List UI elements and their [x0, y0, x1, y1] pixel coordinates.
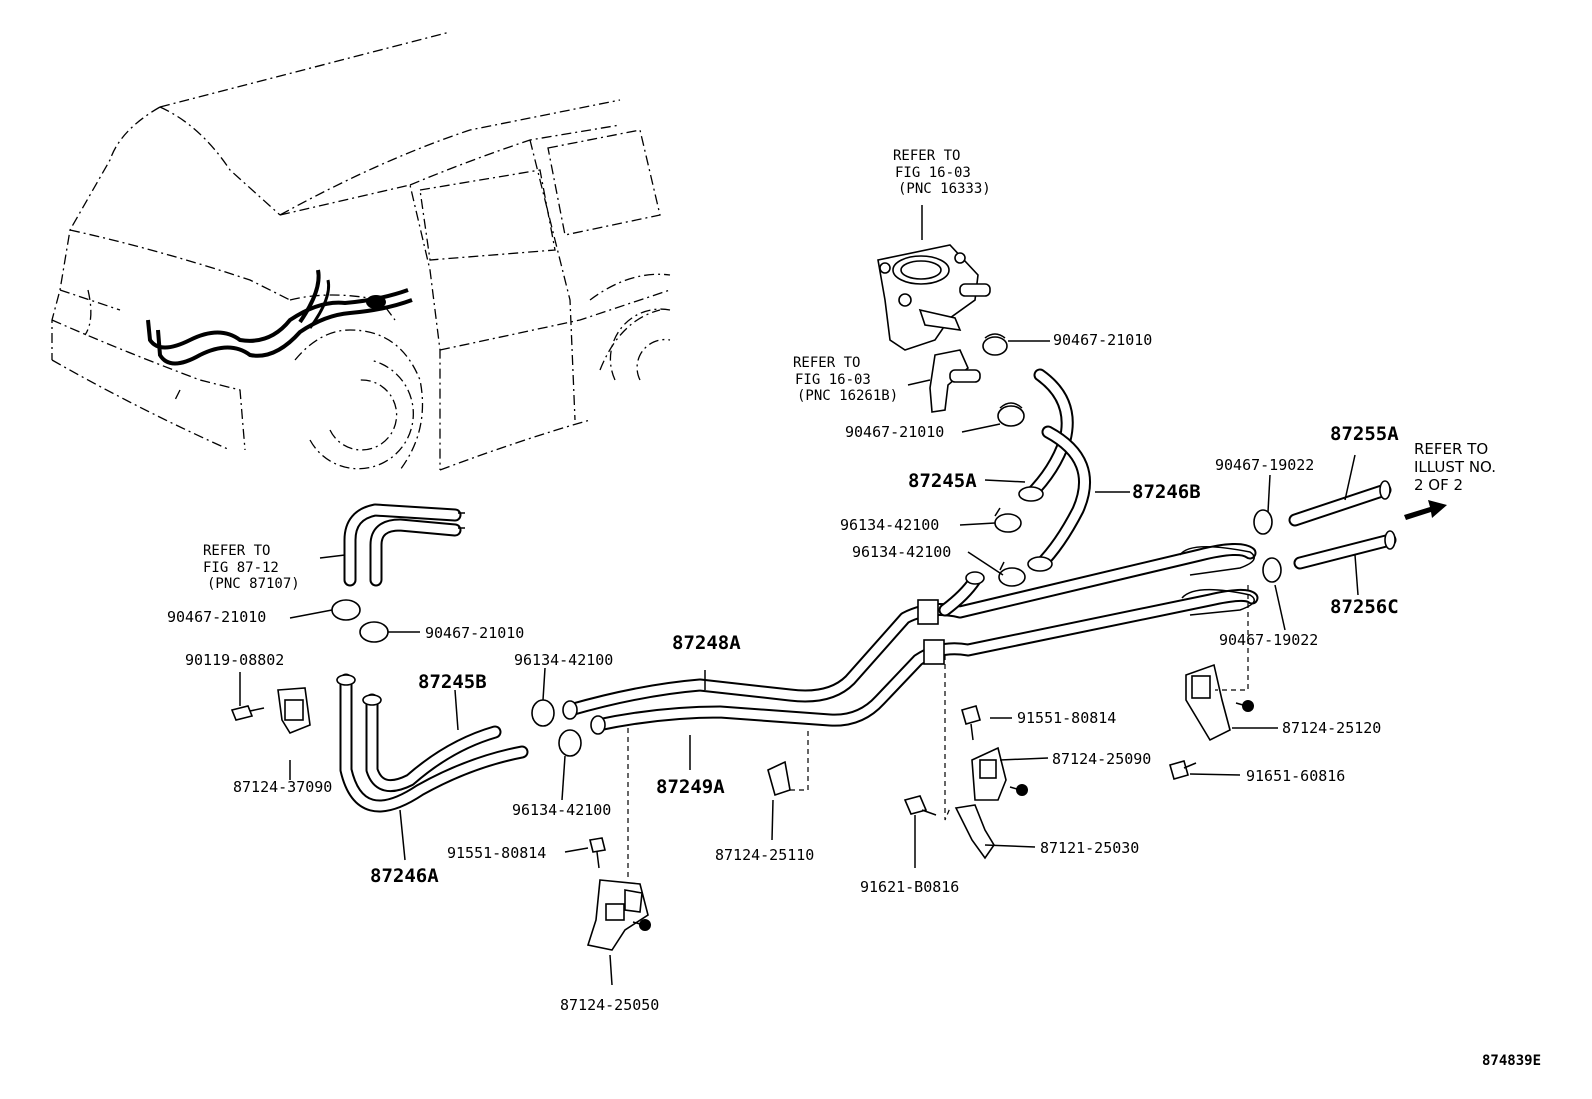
bracket-87121-25030	[954, 804, 995, 860]
label-90467-21010: 90467-21010	[167, 608, 266, 626]
clamp-87124-25090	[971, 746, 1007, 801]
pipe-87249A	[590, 588, 1259, 735]
svg-text:(PNC 16333): (PNC 16333)	[898, 181, 991, 197]
ref-fig-87-12-pnc-87107: REFER TO FIG 87-12 (PNC 87107)	[203, 543, 300, 592]
label-87246A: 87246A	[370, 865, 439, 887]
bolt-91651-60816-icon	[1169, 760, 1197, 780]
part-labels: 90467-21010 90467-21010 87255A 90467-190…	[167, 331, 1399, 1014]
label-90467-19022: 90467-19022	[1219, 631, 1318, 649]
bolt-91621-B0816-icon	[903, 795, 937, 816]
hose-clamp-90467-21010-left-b	[359, 621, 389, 643]
label-91551-80814: 91551-80814	[447, 844, 546, 862]
hose-87246A	[336, 673, 529, 813]
hose-clamp-90467-21010-left-a	[331, 599, 361, 621]
bolt-91551-80814-right-icon	[961, 705, 981, 741]
ref-fig-16-03-pnc-16261B: REFER TO FIG 16-03 (PNC 16261B)	[793, 355, 898, 404]
svg-text:REFER TO: REFER TO	[793, 355, 860, 371]
bolt-91551-80814-bottom-icon	[589, 837, 606, 869]
screw-bottom-a-icon	[632, 919, 651, 931]
label-91651-60816: 91651-60816	[1246, 767, 1345, 785]
hose-clamp-96134-42100-left-b	[558, 729, 582, 757]
label-87245A: 87245A	[908, 470, 977, 492]
water-outlet-assembly	[877, 205, 991, 413]
label-87248A: 87248A	[672, 632, 741, 654]
hose-clamp-90467-21010-top	[982, 333, 1008, 356]
label-96134-42100: 96134-42100	[852, 543, 951, 561]
hose-clamp-90467-21010-mid	[997, 402, 1025, 427]
pipe-clip-b	[923, 639, 945, 665]
svg-text:REFER TO: REFER TO	[893, 148, 960, 164]
hose-clamp-90467-19022-a	[1253, 509, 1273, 535]
label-87246B: 87246B	[1132, 481, 1201, 503]
label-87124-25050: 87124-25050	[560, 996, 659, 1014]
label-87255A: 87255A	[1330, 423, 1399, 445]
svg-text:REFER TO: REFER TO	[203, 543, 270, 559]
hose-clamp-96134-42100-upper-b	[998, 561, 1026, 587]
clamp-87124-25110	[767, 728, 809, 797]
label-87124-25110: 87124-25110	[715, 846, 814, 864]
svg-text:(PNC 87107): (PNC 87107)	[207, 576, 300, 592]
pipe-clip-a	[917, 599, 939, 625]
svg-text:ILLUST NO.: ILLUST NO.	[1414, 458, 1496, 476]
svg-text:FIG 87-12: FIG 87-12	[203, 560, 279, 576]
label-90119-08802: 90119-08802	[185, 651, 284, 669]
svg-text:REFER TO: REFER TO	[1414, 440, 1488, 458]
pipe-87248A	[562, 543, 1257, 720]
svg-text:FIG 16-03: FIG 16-03	[895, 165, 971, 181]
dash-line-far-right	[1215, 585, 1249, 691]
heater-pipes-87107	[343, 503, 465, 587]
label-90467-21010: 90467-21010	[845, 423, 944, 441]
ref-fig-16-03-pnc-16333: REFER TO FIG 16-03 (PNC 16333)	[893, 148, 991, 197]
leader-lines	[239, 340, 1359, 986]
label-90467-21010: 90467-21010	[1053, 331, 1152, 349]
label-90467-21010: 90467-21010	[425, 624, 524, 642]
label-91621-B0816: 91621-B0816	[860, 878, 959, 896]
hose-clamp-96134-42100-upper-a	[994, 507, 1022, 533]
dash-line-right	[944, 655, 951, 821]
svg-text:2 OF 2: 2 OF 2	[1414, 476, 1463, 494]
van-outline	[51, 31, 671, 471]
label-91551-80814: 91551-80814	[1017, 709, 1116, 727]
label-96134-42100: 96134-42100	[514, 651, 613, 669]
screw-right-b-icon	[1235, 700, 1254, 712]
screw-right-a-icon	[1009, 784, 1028, 796]
label-96134-42100: 96134-42100	[840, 516, 939, 534]
pipe-branch	[938, 571, 985, 617]
hose-87246B	[1027, 425, 1091, 572]
figure-id: 874839E	[1482, 1053, 1541, 1069]
hose-clamp-90467-19022-b	[1262, 557, 1282, 583]
label-87245B: 87245B	[418, 671, 487, 693]
bolt-90119-08802-icon	[230, 705, 265, 721]
clamp-87124-25120	[1185, 663, 1231, 742]
svg-text:(PNC 16261B): (PNC 16261B)	[797, 388, 898, 404]
label-87124-37090: 87124-37090	[233, 778, 332, 796]
label-87121-25030: 87121-25030	[1040, 839, 1139, 857]
bracket-87124-25050	[586, 728, 649, 951]
label-87249A: 87249A	[656, 776, 725, 798]
label-87124-25090: 87124-25090	[1052, 750, 1151, 768]
hose-87245B	[362, 693, 502, 793]
clip-87124-37090	[277, 687, 311, 734]
hose-87255A	[1288, 480, 1392, 527]
label-87256C: 87256C	[1330, 596, 1399, 618]
ref-illust-2-of-2: REFER TO ILLUST NO. 2 OF 2	[1414, 440, 1496, 494]
label-90467-19022: 90467-19022	[1215, 456, 1314, 474]
refer-arrow-icon	[1404, 500, 1447, 520]
svg-text:FIG 16-03: FIG 16-03	[795, 372, 871, 388]
hose-87256C	[1293, 530, 1397, 570]
label-87124-25120: 87124-25120	[1282, 719, 1381, 737]
hose-clamp-96134-42100-left-a	[531, 699, 555, 727]
label-96134-42100: 96134-42100	[512, 801, 611, 819]
